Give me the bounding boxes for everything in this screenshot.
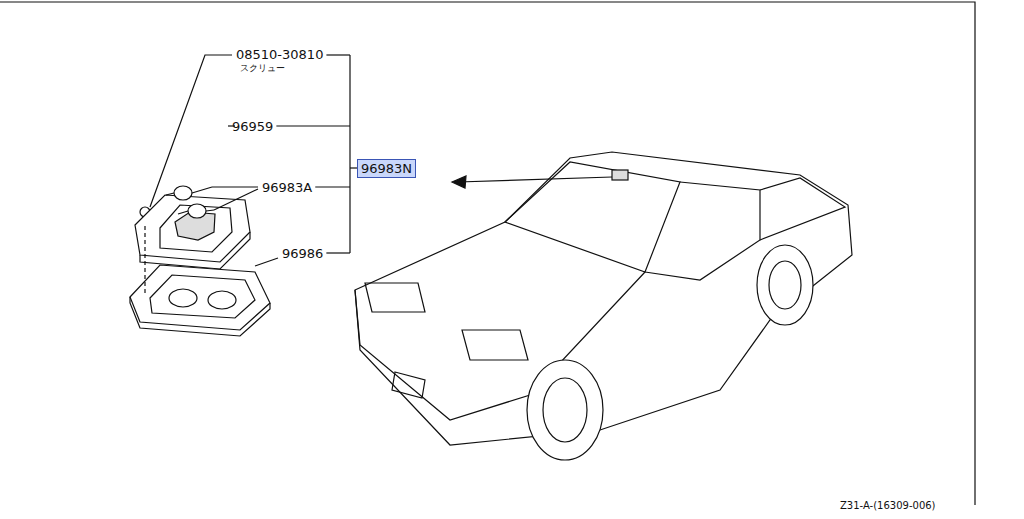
leader-line bbox=[276, 125, 350, 126]
callout-number: 08510-30810 bbox=[236, 47, 323, 62]
frame bbox=[0, 2, 975, 505]
leader-line bbox=[326, 252, 350, 253]
highlighted-callout: 96983N bbox=[357, 159, 416, 178]
callout-number: 96986 bbox=[282, 246, 323, 261]
leader-line bbox=[326, 54, 350, 55]
leader-line bbox=[350, 167, 357, 168]
callout-number: 96983N bbox=[361, 161, 412, 176]
part-name: スクリュー bbox=[240, 63, 285, 74]
callout-number: 96959 bbox=[232, 119, 273, 134]
figure-code: Z31-A-(16309-006) bbox=[840, 500, 936, 512]
callout-number: 96983A bbox=[262, 180, 312, 195]
leader-line bbox=[315, 186, 350, 187]
